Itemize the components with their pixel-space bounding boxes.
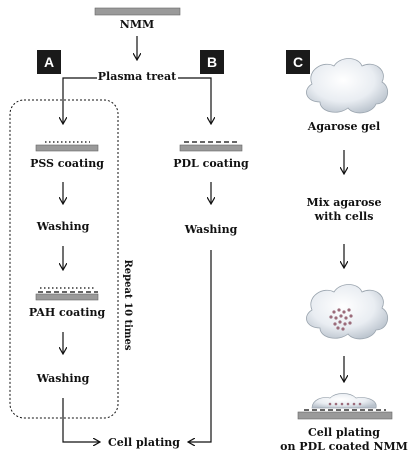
mix-label-line1: Mix agarose [306,196,381,209]
plated-substrate [297,411,393,420]
pah-coating-label: PAH coating [29,306,106,319]
plating-label-line2: on PDL coated NMM [280,440,408,453]
pdl-coating-label: PDL coating [173,157,249,170]
panel-c-letter: C [293,54,303,70]
pss-substrate [35,144,99,152]
panel-b-badge [200,50,224,74]
plasma-treat-label: Plasma treat [98,70,177,83]
nmm-substrate [94,7,181,16]
pah-layer [38,287,98,293]
agarose-with-cells-cloud [306,284,389,340]
branch-to-a [63,77,97,124]
agarose-gel-label: Agarose gel [307,120,380,133]
repeat-label: Repeat 10 times [122,260,133,351]
plated-cells [328,402,362,406]
washing-b-label: Washing [184,223,238,236]
arrow-b-to-plating [188,250,212,442]
plated-gel [311,393,377,409]
panel-b-letter: B [207,54,217,70]
arrow-a-to-plating [62,398,100,442]
washing-a1-label: Washing [36,220,90,233]
pdl-substrate [179,144,243,152]
mix-label-line2: with cells [314,210,374,223]
embedded-cells [329,308,353,331]
agarose-gel-cloud [306,58,389,114]
repeat-loop-box [9,99,119,419]
plating-label-line1: Cell plating [308,426,380,439]
panel-a-letter: A [44,54,54,70]
washing-a2-label: Washing [36,372,90,385]
pah-substrate [35,293,99,301]
panel-c-badge [286,50,310,74]
panel-a-badge [37,50,61,74]
cell-plating-label: Cell plating [108,436,180,449]
nmm-label: NMM [120,18,154,31]
pss-coating-label: PSS coating [30,157,104,170]
branch-to-b [178,77,211,124]
